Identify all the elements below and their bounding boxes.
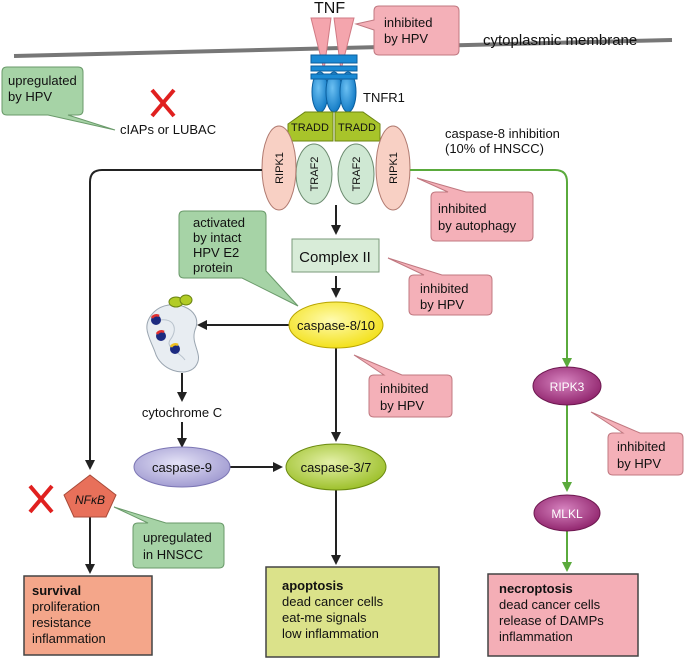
membrane-label: cytoplasmic membrane (483, 32, 637, 49)
callout-activated-by-e2: activated by intact HPV E2 protein (178, 210, 299, 307)
svg-text:survival proliferation: survival proliferation resistance inflam… (32, 583, 106, 646)
necroptosis-outcome-box: necroptosis dead cancer cells release of… (487, 573, 639, 657)
traf2-right-label: TRAF2 (351, 157, 363, 192)
caspase9-label: caspase-9 (152, 460, 212, 475)
arrow-to-nfkb (85, 169, 262, 470)
ciaps-label: cIAPs or LUBAC (120, 122, 216, 137)
tnf-ligand (310, 17, 355, 71)
ripk1-left-label: RIPK1 (274, 152, 286, 184)
ripk1-right: RIPK1 (375, 125, 411, 211)
tnf-label: TNF (314, 0, 345, 17)
nfkb-cross-icon (28, 484, 54, 514)
cytochrome-c-label: cytochrome C (142, 405, 222, 420)
tnfr1-label: TNFR1 (363, 90, 405, 105)
caspase810-label: caspase-8/10 (297, 318, 375, 333)
traf2-left: TRAF2 (295, 143, 333, 205)
ripk3-node: RIPK3 (532, 366, 602, 406)
mitochondrion-icon (146, 294, 200, 373)
caspase8-inhibition-label: caspase-8 inhibition (10% of HNSCC) (445, 126, 564, 156)
complex2-node: Complex II (291, 238, 380, 273)
caspase810-node: caspase-8/10 (288, 301, 384, 349)
mlkl-label: MLKL (551, 507, 583, 521)
apoptosis-outcome-box: apoptosis dead cancer cells eat-me signa… (265, 566, 440, 658)
mlkl-node: MLKL (533, 494, 601, 532)
traf2-right: TRAF2 (337, 143, 375, 205)
svg-text:necroptosis dead cancer: necroptosis dead cancer cells release of… (499, 581, 607, 644)
tnfr1-receptor (310, 54, 358, 113)
survival-outcome-box: survival proliferation resistance inflam… (23, 575, 153, 656)
ripk1-right-label: RIPK1 (388, 152, 400, 184)
ciaps-cross-icon (150, 88, 176, 118)
tradd-right-label: TRADD (338, 122, 376, 134)
ripk3-label: RIPK3 (550, 380, 585, 394)
caspase37-node: caspase-3/7 (285, 443, 387, 491)
svg-text:activated by intact: activated by intact HPV E2 protein (193, 215, 249, 275)
tradd-left-label: TRADD (291, 122, 329, 134)
arrows (85, 169, 572, 574)
tradd-right: TRADD (334, 111, 381, 142)
arrow-to-ripk3 (410, 169, 572, 368)
svg-text:apoptosis dead cancer ce: apoptosis dead cancer cells eat-me signa… (282, 578, 387, 641)
caspase37-label: caspase-3/7 (301, 460, 372, 475)
complex2-label: Complex II (299, 249, 371, 266)
nfkb-node: NFκB (63, 474, 117, 518)
caspase9-node: caspase-9 (133, 446, 231, 488)
nfkb-label: NFκB (75, 493, 105, 507)
tradd-left: TRADD (287, 111, 334, 142)
ripk1-left: RIPK1 (261, 125, 297, 211)
traf2-left-label: TRAF2 (309, 157, 321, 192)
